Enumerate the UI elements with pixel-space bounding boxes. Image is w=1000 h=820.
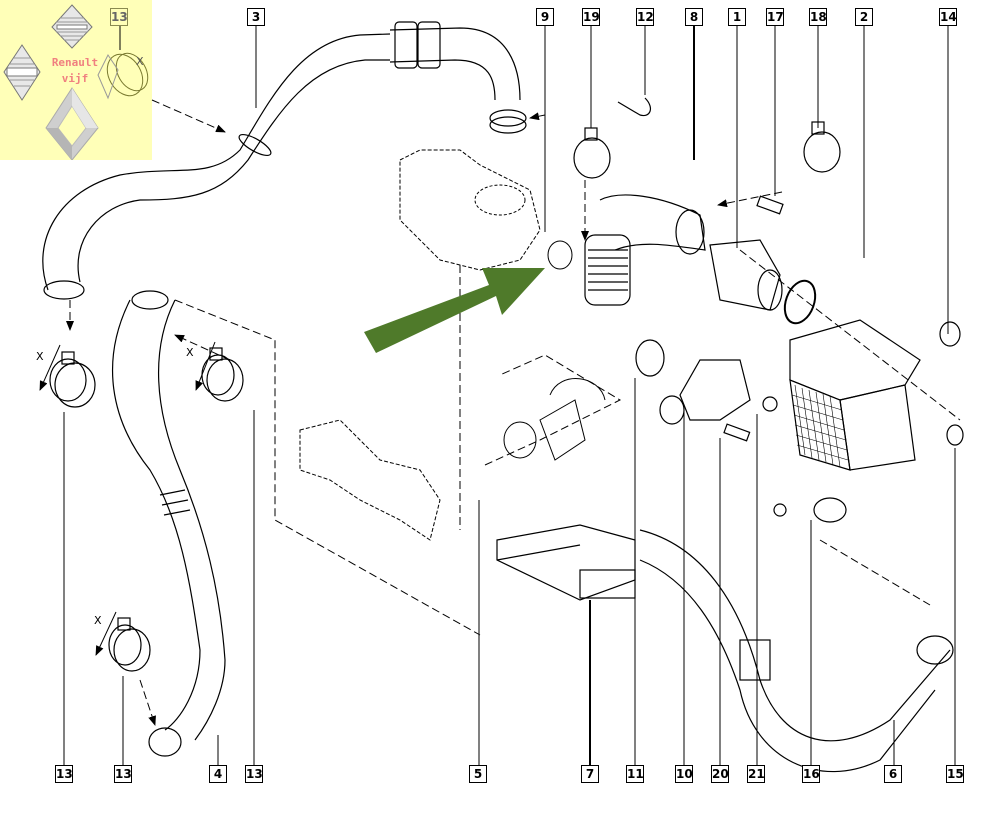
- watermark-line2: vijf: [61, 72, 89, 85]
- air-deflector-7: [496, 524, 636, 601]
- watermark-text: Renault vijf: [40, 55, 110, 87]
- hose-clamp-13-left: [49, 351, 96, 408]
- callout-6[interactable]: 6: [884, 765, 902, 783]
- intercooler-outlet-hose-6: [639, 529, 954, 773]
- dimension-label-x: X: [186, 346, 194, 359]
- renault-modern-logo: [45, 87, 99, 160]
- hose-clamp-18: [803, 121, 841, 173]
- callout-19[interactable]: 19: [582, 8, 600, 26]
- callout-7[interactable]: 7: [581, 765, 599, 783]
- callout-11[interactable]: 11: [626, 765, 644, 783]
- mounting-bush-14: [939, 321, 961, 347]
- callout-13-logo[interactable]: 13: [110, 8, 128, 26]
- watermark-panel: Renault vijf: [0, 0, 152, 160]
- callout-14[interactable]: 14: [939, 8, 957, 26]
- callout-8[interactable]: 8: [685, 8, 703, 26]
- callout-9[interactable]: 9: [536, 8, 554, 26]
- retaining-clip-12: [617, 97, 652, 117]
- callout-15[interactable]: 15: [946, 765, 964, 783]
- callout-17[interactable]: 17: [766, 8, 784, 26]
- watermark-line1: Renault: [51, 56, 99, 69]
- callout-18[interactable]: 18: [809, 8, 827, 26]
- throttle-body-assembly-5: [299, 378, 606, 541]
- assembly-guide-lines: [66, 99, 961, 726]
- nut-21: [762, 396, 778, 412]
- callout-5[interactable]: 5: [469, 765, 487, 783]
- throttle-housing-10: [659, 359, 751, 425]
- callout-16[interactable]: 16: [802, 765, 820, 783]
- callout-1[interactable]: 1: [728, 8, 746, 26]
- turbocharger: [399, 149, 573, 271]
- callout-2[interactable]: 2: [855, 8, 873, 26]
- callout-13-b[interactable]: 13: [114, 765, 132, 783]
- turbo-inlet-duct-8: [584, 194, 706, 306]
- renault-diamond-logo-left: [3, 44, 41, 101]
- bolt-20: [723, 423, 751, 442]
- hose-clamp-13-bottom: [108, 617, 151, 672]
- air-flow-meter-1: [709, 239, 783, 311]
- dimension-label-x: X: [36, 350, 44, 363]
- upper-intake-hose-3: [42, 21, 527, 300]
- rubber-mount-15: [946, 424, 964, 446]
- callout-13-a[interactable]: 13: [55, 765, 73, 783]
- lower-intake-hose-4: [112, 290, 226, 757]
- screw-17: [756, 195, 784, 215]
- callout-4[interactable]: 4: [209, 765, 227, 783]
- callout-10[interactable]: 10: [675, 765, 693, 783]
- hose-clamp-19: [573, 127, 611, 179]
- hose-clamp-13-overlay: [97, 52, 149, 100]
- renault-logos: [3, 4, 149, 160]
- leader-lines: [63, 25, 956, 765]
- hose-clamp-13-middle: [201, 347, 244, 402]
- gasket-11: [635, 339, 665, 377]
- callout-21[interactable]: 21: [747, 765, 765, 783]
- callout-3[interactable]: 3: [247, 8, 265, 26]
- intercooler-16: [773, 319, 921, 523]
- callout-12[interactable]: 12: [636, 8, 654, 26]
- o-ring-2: [783, 279, 817, 325]
- callout-20[interactable]: 20: [711, 765, 729, 783]
- dimension-label-x: X: [94, 614, 102, 627]
- renault-diamond-logo-top: [51, 4, 93, 49]
- highlight-arrow: [364, 268, 545, 353]
- dimension-x-marks: [39, 341, 216, 656]
- callout-13-c[interactable]: 13: [245, 765, 263, 783]
- dimension-label-x: X: [136, 55, 144, 68]
